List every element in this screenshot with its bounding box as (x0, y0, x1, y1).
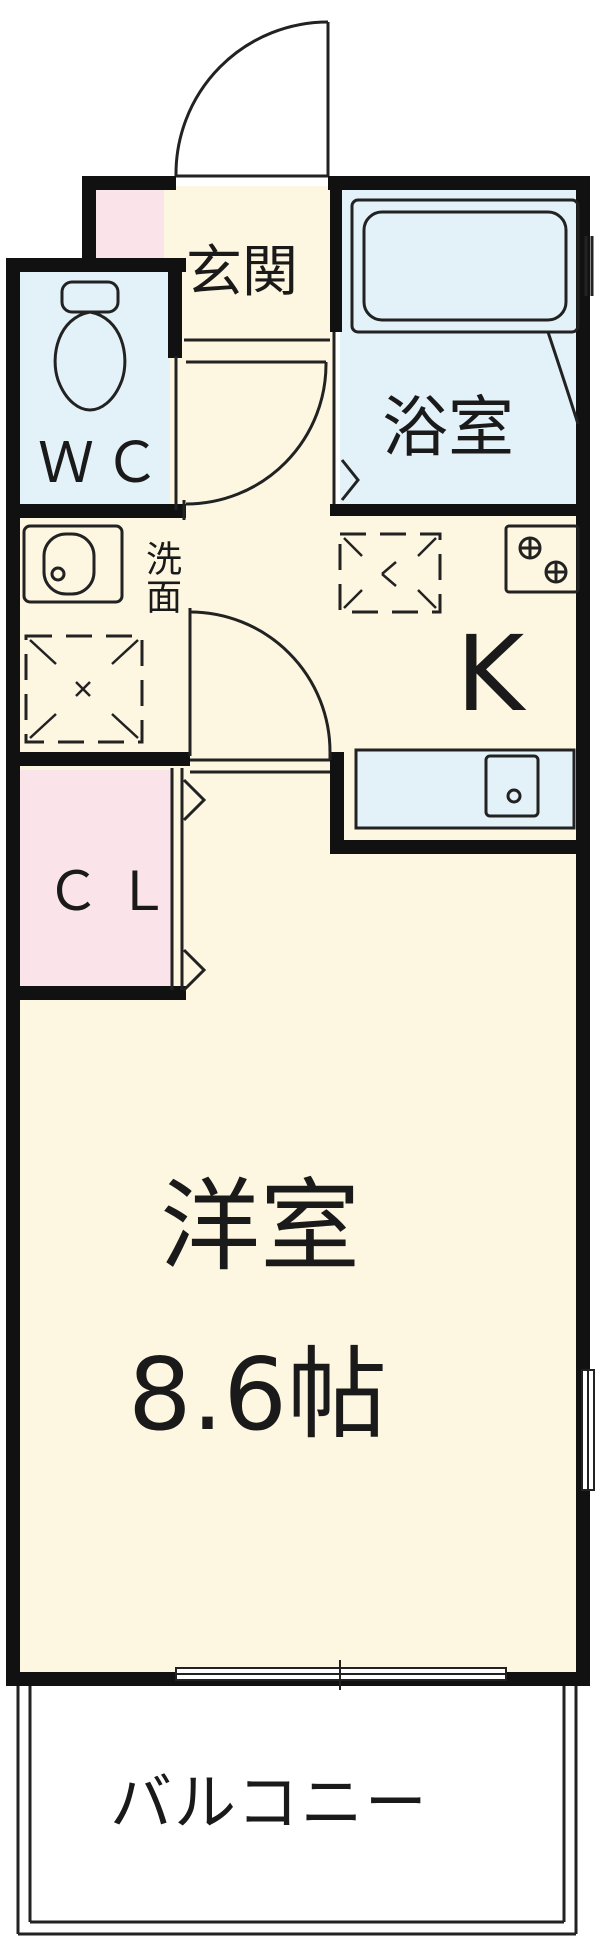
room-floors (18, 186, 580, 1672)
wall-top-entrance (82, 176, 176, 190)
entrance-tile (94, 186, 164, 266)
refrigerator-space-icon (338, 532, 442, 614)
bathroom-floor (340, 186, 580, 506)
kitchen-label: K (456, 613, 525, 735)
washing-machine-space-icon (24, 634, 144, 744)
window-icon (175, 1369, 595, 1690)
toilet-label: ＷＣ (38, 431, 170, 496)
toilet-door-swing-icon (185, 360, 328, 506)
wall-bath-bottom (330, 504, 590, 516)
wall-bath-left (330, 176, 342, 332)
front-door-swing-icon (174, 20, 330, 178)
bath-door-icon (340, 459, 360, 501)
sliding-door-icon (182, 778, 207, 992)
toilet-floor (18, 270, 170, 508)
balcony-label: バルコニー (110, 1766, 429, 1839)
washroom-door-swing-icon (189, 610, 332, 760)
closet-label: ＣＬ (46, 860, 186, 923)
partitions (170, 332, 336, 990)
toilet-icon (53, 280, 127, 412)
kitchen-floor (18, 516, 580, 764)
wall-toilet-right (168, 258, 182, 358)
entrance-label: 玄関 (186, 240, 298, 305)
wall-kitchen-notch-h (330, 840, 590, 854)
wall-wash-bottom (6, 752, 190, 766)
wall-left (6, 258, 20, 1686)
walls (6, 176, 590, 1686)
refrigerator-cross (343, 537, 437, 609)
wash-basin-icon (22, 524, 124, 604)
wall-toilet-top (6, 258, 186, 272)
closet-floor (18, 770, 174, 990)
room-size-label: 8.6帖 (128, 1336, 388, 1453)
bathroom-label: 浴室 (382, 389, 514, 466)
stove-icon (504, 524, 580, 594)
wall-top-right (328, 176, 590, 190)
room-name-label: 洋室 (160, 1168, 360, 1285)
wall-kitchen-notch-v (330, 752, 344, 852)
wall-closet-bottom (6, 986, 186, 1000)
kitchen-sink-icon (354, 748, 576, 830)
wall-toilet-bottom (6, 504, 186, 518)
bathtub-icon (350, 198, 594, 425)
washing-machine-cross (29, 639, 139, 739)
washroom-label: 洗面 (140, 540, 181, 616)
balcony-outline (16, 1686, 578, 1936)
wall-entrance-left (82, 176, 96, 272)
